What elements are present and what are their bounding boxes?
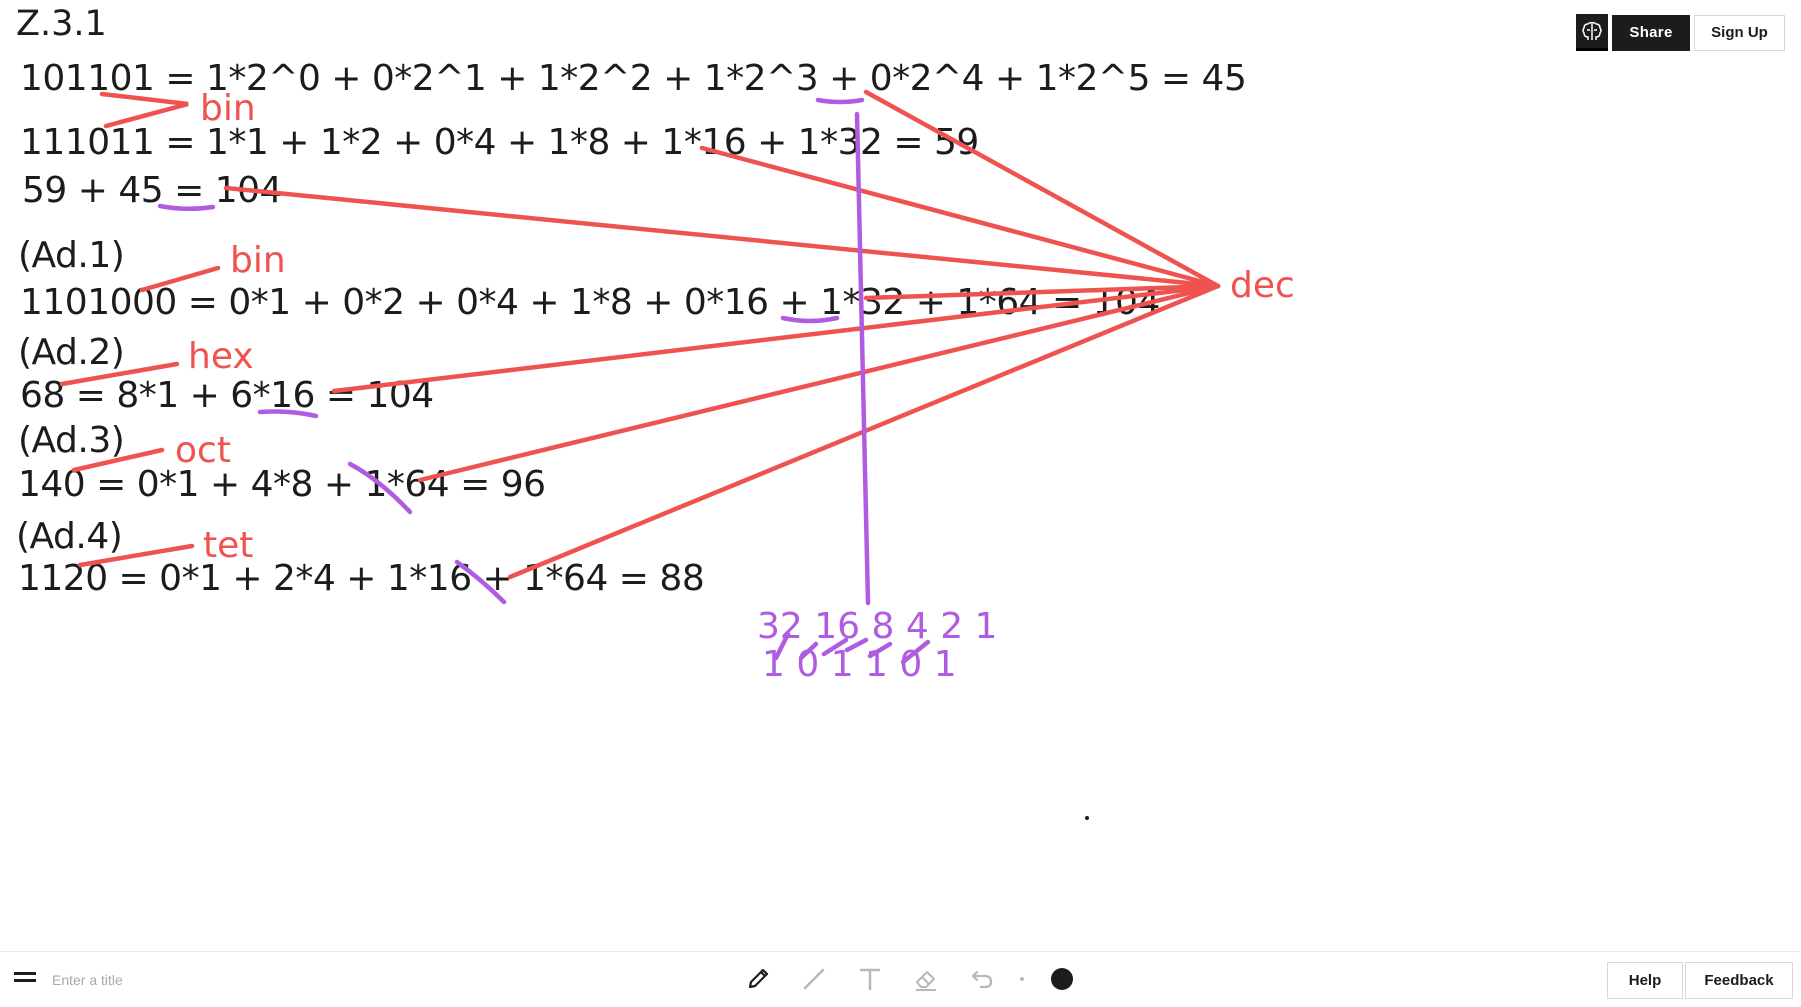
feedback-button[interactable]: Feedback [1685, 962, 1793, 999]
ad1-heading: (Ad.1) [18, 235, 125, 276]
equation-line-2: 111011 = 1*1 + 1*2 + 0*4 + 1*8 + 1*16 + … [20, 122, 979, 163]
annotation-tet: tet [203, 525, 254, 566]
color-swatch[interactable] [1034, 962, 1090, 996]
text-icon[interactable] [842, 962, 898, 996]
pencil-icon[interactable] [730, 962, 786, 996]
brain-icon[interactable] [1576, 14, 1608, 51]
title-input[interactable] [50, 967, 314, 993]
vertical-divider-line [854, 111, 871, 606]
drawing-tools [730, 962, 1090, 996]
page-title: Z.3.1 [16, 4, 107, 44]
annotation-oct: oct [175, 430, 231, 471]
equation-line-3: 59 + 45 = 104 [22, 170, 282, 211]
ad3-equation: 140 = 0*1 + 4*8 + 1*64 = 96 [18, 464, 546, 505]
undo-icon[interactable] [954, 962, 1010, 996]
ad2-equation: 68 = 8*1 + 6*16 = 104 [20, 375, 434, 416]
underline-45 [815, 97, 865, 105]
dec-line-7 [507, 283, 1221, 580]
signup-button[interactable]: Sign Up [1694, 14, 1785, 51]
ad3-heading: (Ad.3) [18, 420, 125, 461]
bottom-toolbar: Help Feedback [0, 951, 1801, 1007]
separator-dot [1010, 962, 1034, 996]
ad2-heading: (Ad.2) [18, 332, 125, 373]
share-button[interactable]: Share [1612, 14, 1690, 51]
header-controls: Share Sign Up [1576, 14, 1785, 51]
annotation-bin-1: bin [200, 88, 256, 129]
place-value-weights: 32 16 8 4 2 1 [757, 606, 998, 647]
help-button[interactable]: Help [1607, 962, 1683, 999]
eraser-icon[interactable] [898, 962, 954, 996]
place-value-digits: 1 0 1 1 0 1 [762, 644, 957, 685]
dec-line-2 [699, 145, 1221, 289]
menu-icon[interactable] [14, 972, 36, 986]
line-icon[interactable] [786, 962, 842, 996]
annotation-dec: dec [1230, 265, 1295, 306]
dec-line-3 [223, 185, 1221, 289]
ad4-heading: (Ad.4) [16, 516, 123, 557]
annotation-bin-2: bin [230, 240, 286, 281]
ad1-equation: 1101000 = 0*1 + 0*2 + 0*4 + 1*8 + 0*16 +… [20, 282, 1160, 323]
annotation-hex: hex [188, 336, 254, 377]
ad4-equation: 1120 = 0*1 + 2*4 + 1*16 + 1*64 = 88 [18, 558, 705, 599]
stray-dot [1085, 816, 1089, 820]
